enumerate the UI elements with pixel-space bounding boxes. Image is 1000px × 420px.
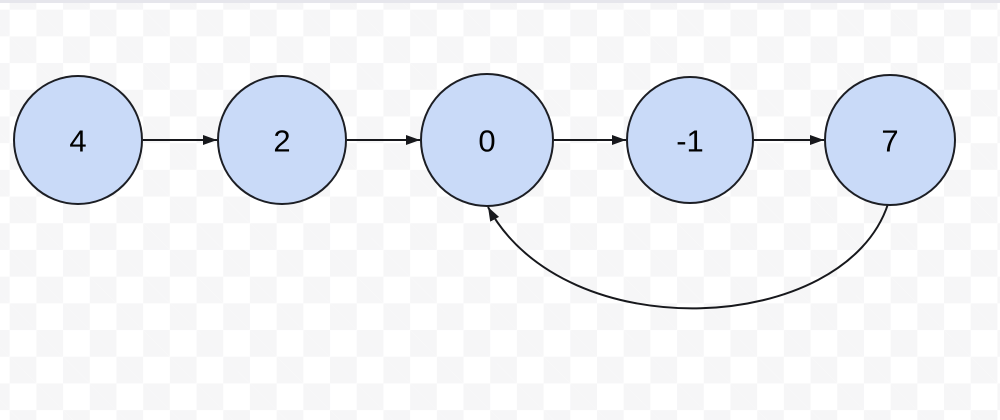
list-node: -1 [626, 76, 754, 204]
node-value: 4 [69, 124, 86, 159]
node-circle [420, 73, 554, 207]
node-value: 2 [273, 124, 290, 159]
canvas-top-edge [0, 0, 1000, 3]
node-value: 7 [881, 124, 898, 159]
list-node: 0 [420, 73, 554, 207]
list-node: 4 [13, 75, 143, 205]
node-value: 0 [478, 124, 495, 159]
node-circle [217, 75, 347, 205]
list-node: 2 [217, 75, 347, 205]
node-circle [626, 76, 754, 204]
node-value: -1 [676, 124, 704, 159]
node-circle [13, 75, 143, 205]
node-circle [824, 74, 956, 206]
list-node: 7 [824, 74, 956, 206]
edge-arrow-n5-to-n3 [487, 203, 889, 310]
